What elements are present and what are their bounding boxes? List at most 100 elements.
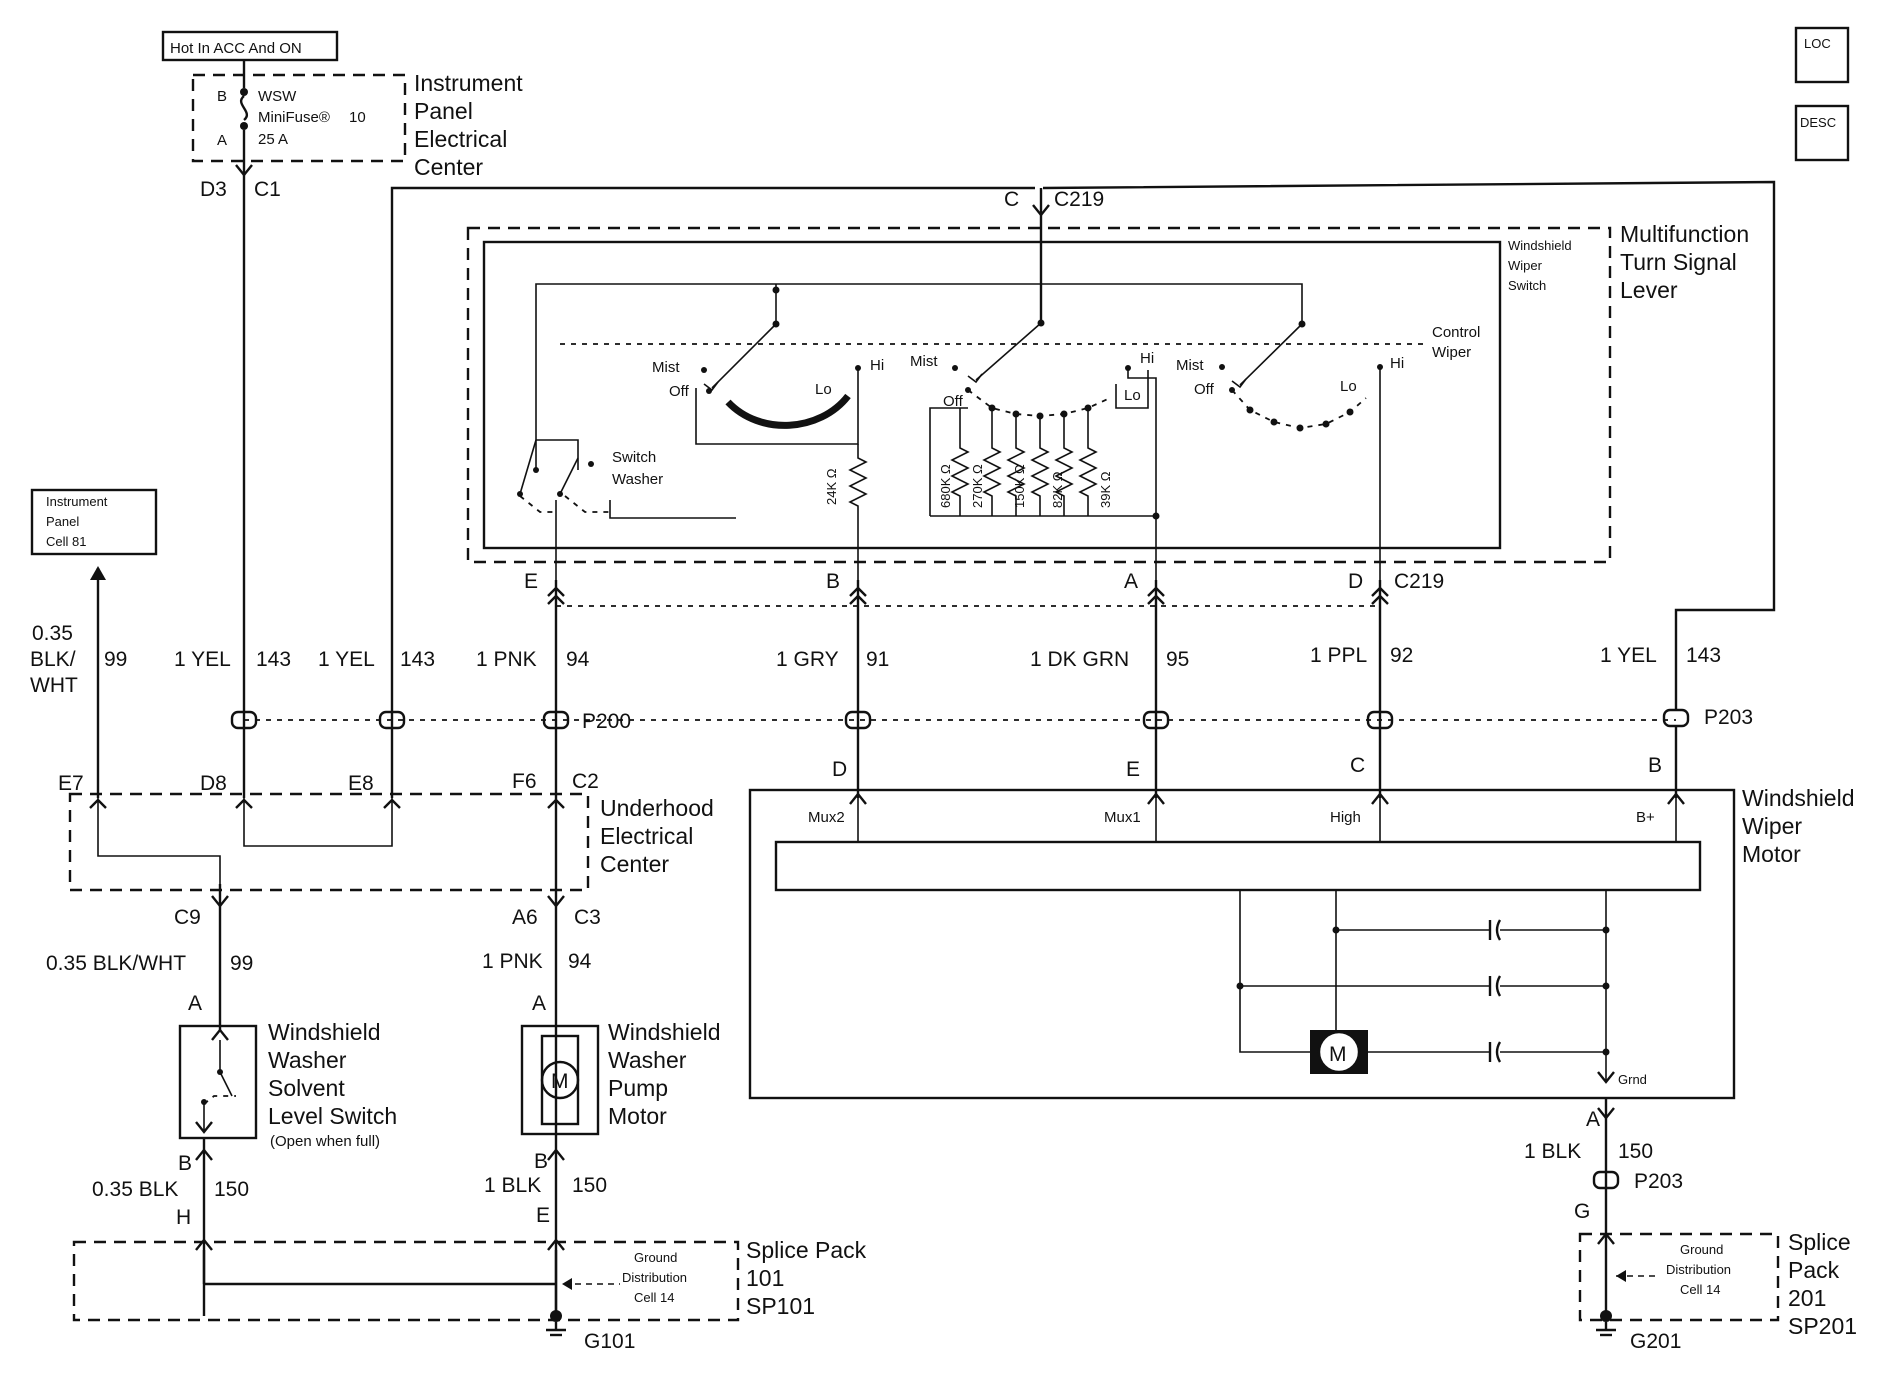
svg-text:143: 143 [400, 648, 435, 671]
wire-143-right [1042, 180, 1776, 710]
svg-text:Mist: Mist [910, 353, 938, 370]
svg-text:1 YEL: 1 YEL [174, 648, 231, 671]
svg-text:SP201: SP201 [1788, 1313, 1857, 1339]
svg-text:1 DK GRN: 1 DK GRN [1030, 648, 1129, 671]
svg-text:LOC: LOC [1804, 36, 1831, 51]
svg-text:150K Ω: 150K Ω [1012, 464, 1027, 508]
svg-text:1 BLK: 1 BLK [1524, 1140, 1581, 1163]
svg-text:D3: D3 [200, 178, 227, 201]
svg-text:1 YEL: 1 YEL [1600, 644, 1657, 667]
svg-text:Hi: Hi [1140, 350, 1154, 367]
desc-icon[interactable]: DESC [1794, 104, 1850, 162]
svg-text:Mux1: Mux1 [1104, 809, 1141, 826]
svg-text:91: 91 [866, 648, 889, 671]
svg-text:Distribution: Distribution [1666, 1262, 1731, 1277]
svg-text:Grnd: Grnd [1618, 1072, 1647, 1087]
svg-text:Switch: Switch [612, 449, 656, 466]
svg-text:82K Ω: 82K Ω [1050, 471, 1065, 508]
svg-text:M: M [1329, 1043, 1347, 1066]
svg-text:Panel: Panel [414, 98, 473, 124]
svg-text:Switch: Switch [1508, 278, 1546, 293]
svg-text:Mist: Mist [652, 359, 680, 376]
svg-text:Distribution: Distribution [622, 1270, 687, 1285]
svg-text:Cell 81: Cell 81 [46, 534, 86, 549]
c219-chevrons [547, 586, 1389, 605]
svg-text:Electrical: Electrical [600, 823, 693, 849]
svg-text:Hi: Hi [870, 357, 884, 374]
svg-text:A: A [1124, 570, 1138, 593]
svg-text:C2: C2 [572, 770, 599, 793]
svg-text:95: 95 [1166, 648, 1189, 671]
svg-text:201: 201 [1788, 1285, 1826, 1311]
svg-text:Turn Signal: Turn Signal [1620, 249, 1737, 275]
svg-text:150: 150 [572, 1174, 607, 1197]
svg-text:WHT: WHT [30, 674, 78, 697]
svg-text:1 GRY: 1 GRY [776, 648, 839, 671]
svg-text:Control: Control [1432, 324, 1480, 341]
svg-text:101: 101 [746, 1265, 784, 1291]
svg-text:Motor: Motor [608, 1103, 667, 1129]
svg-text:Washer: Washer [268, 1047, 347, 1073]
splice-pack-101: Ground Distribution Cell 14 [72, 1238, 740, 1337]
svg-text:C1: C1 [254, 178, 281, 201]
svg-text:(Open when full): (Open when full) [270, 1133, 380, 1150]
svg-text:B: B [1648, 754, 1662, 777]
svg-text:High: High [1330, 809, 1361, 826]
svg-text:24K Ω: 24K Ω [824, 468, 839, 505]
svg-text:94: 94 [568, 950, 592, 973]
loc-icon[interactable]: LOC [1794, 26, 1850, 84]
svg-text:Lo: Lo [1124, 387, 1141, 404]
svg-text:Windshield: Windshield [1508, 238, 1572, 253]
svg-text:92: 92 [1390, 644, 1413, 667]
svg-text:Ground: Ground [1680, 1242, 1723, 1257]
svg-text:Ground: Ground [634, 1250, 677, 1265]
svg-text:Multifunction: Multifunction [1620, 221, 1749, 247]
svg-text:Motor: Motor [1742, 841, 1801, 867]
svg-text:Instrument: Instrument [414, 70, 523, 96]
svg-text:E: E [524, 570, 538, 593]
resistor-ladder [950, 408, 1098, 516]
svg-text:A: A [217, 132, 227, 149]
instrument-panel-cell-81[interactable]: Instrument Panel Cell 81 [30, 488, 158, 556]
svg-text:C: C [1350, 754, 1365, 777]
svg-text:Cell 14: Cell 14 [1680, 1282, 1720, 1297]
svg-text:F6: F6 [512, 770, 537, 793]
svg-text:Hi: Hi [1390, 355, 1404, 372]
svg-text:E7: E7 [58, 772, 84, 795]
svg-text:Washer: Washer [612, 471, 663, 488]
svg-text:Windshield: Windshield [608, 1019, 721, 1045]
underhood-electrical-center: Underhood Electrical Center [68, 792, 714, 892]
svg-text:39K Ω: 39K Ω [1098, 471, 1113, 508]
svg-text:Off: Off [943, 393, 964, 410]
svg-text:Mux2: Mux2 [808, 809, 845, 826]
svg-text:G201: G201 [1630, 1330, 1681, 1353]
svg-text:C219: C219 [1394, 570, 1444, 593]
svg-text:150: 150 [214, 1178, 249, 1201]
svg-text:B: B [178, 1152, 192, 1175]
svg-text:Lo: Lo [815, 381, 832, 398]
svg-text:143: 143 [256, 648, 291, 671]
svg-text:D: D [1348, 570, 1363, 593]
svg-text:Pack: Pack [1788, 1257, 1840, 1283]
svg-text:E: E [536, 1204, 550, 1227]
fuse-icon [239, 95, 249, 121]
svg-text:D8: D8 [200, 772, 227, 795]
inline-connectors [230, 708, 1690, 730]
svg-text:Splice Pack: Splice Pack [746, 1237, 867, 1263]
washer-solvent-level-switch [178, 1024, 258, 1140]
motor-module [774, 840, 1702, 892]
svg-text:Center: Center [414, 154, 483, 180]
svg-text:99: 99 [230, 952, 253, 975]
svg-text:94: 94 [566, 648, 590, 671]
svg-text:0.35 BLK: 0.35 BLK [92, 1178, 178, 1201]
svg-text:Windshield: Windshield [268, 1019, 381, 1045]
svg-text:WSW: WSW [258, 88, 297, 105]
wiper-motor: Mux2 Mux1 High B+ M Grnd [748, 788, 1736, 1100]
svg-text:BLK/: BLK/ [30, 648, 76, 671]
svg-text:C3: C3 [574, 906, 601, 929]
svg-text:B+: B+ [1636, 809, 1655, 826]
svg-text:0.35: 0.35 [32, 622, 73, 645]
svg-text:Wiper: Wiper [1432, 344, 1471, 361]
